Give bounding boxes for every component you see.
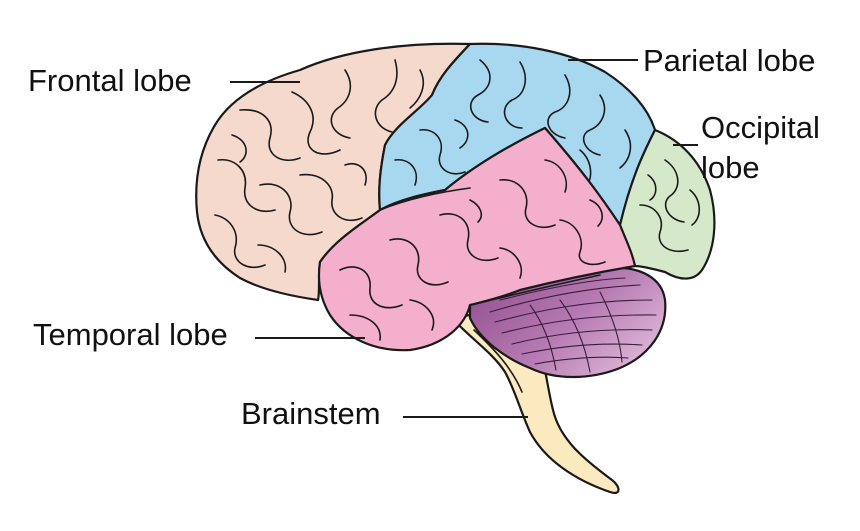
parietal-gyri xyxy=(394,59,632,189)
occipital-lobe-label-line1: Occipital xyxy=(701,110,820,145)
temporal-lobe-label: Temporal lobe xyxy=(33,317,228,352)
occipital-lobe-region xyxy=(618,128,716,280)
frontal-lobe-label: Frontal lobe xyxy=(28,63,192,98)
cerebellum-folia xyxy=(489,277,657,373)
occipital-lobe-label-line2: lobe xyxy=(701,150,760,185)
frontal-gyri xyxy=(214,59,425,273)
temporal-lobe-region xyxy=(317,126,637,352)
parietal-lobe-label: Parietal lobe xyxy=(643,43,815,78)
occipital-gyri xyxy=(639,159,701,252)
brainstem-label: Brainstem xyxy=(241,396,381,431)
temporal-gyri xyxy=(339,159,606,341)
